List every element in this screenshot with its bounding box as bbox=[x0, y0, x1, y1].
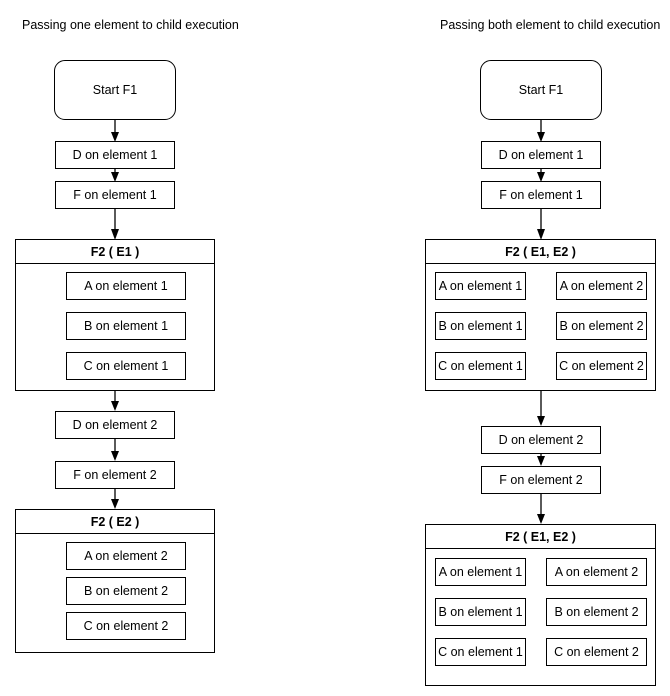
left-group-f2-e1-header: F2 ( E1 ) bbox=[16, 240, 214, 264]
left-column-title: Passing one element to child execution bbox=[22, 18, 239, 32]
left-step-f-element-2[interactable]: F on element 2 bbox=[55, 461, 175, 489]
left-step-d-element-1[interactable]: D on element 1 bbox=[55, 141, 175, 169]
right-step-d-element-2[interactable]: D on element 2 bbox=[481, 426, 601, 454]
left-g2-item-a[interactable]: A on element 2 bbox=[66, 542, 186, 570]
left-g1-item-c[interactable]: C on element 1 bbox=[66, 352, 186, 380]
left-group-f2-e2-header: F2 ( E2 ) bbox=[16, 510, 214, 534]
left-g1-item-b[interactable]: B on element 1 bbox=[66, 312, 186, 340]
right-g1-item-b2[interactable]: B on element 2 bbox=[556, 312, 647, 340]
right-g2-item-c2[interactable]: C on element 2 bbox=[546, 638, 647, 666]
right-start-node[interactable]: Start F1 bbox=[480, 60, 602, 120]
right-group-f2-top-header: F2 ( E1, E2 ) bbox=[426, 240, 655, 264]
right-group-f2-bottom: F2 ( E1, E2 ) A on element 1 B on elemen… bbox=[425, 524, 656, 686]
right-g1-item-a2[interactable]: A on element 2 bbox=[556, 272, 647, 300]
left-g2-item-b[interactable]: B on element 2 bbox=[66, 577, 186, 605]
right-group-f2-top: F2 ( E1, E2 ) A on element 1 B on elemen… bbox=[425, 239, 656, 391]
left-start-node[interactable]: Start F1 bbox=[54, 60, 176, 120]
right-g2-item-c1[interactable]: C on element 1 bbox=[435, 638, 526, 666]
left-group-f2-e2-body: A on element 2 B on element 2 C on eleme… bbox=[16, 534, 214, 652]
left-g1-item-a[interactable]: A on element 1 bbox=[66, 272, 186, 300]
right-group-f2-bottom-header: F2 ( E1, E2 ) bbox=[426, 525, 655, 549]
right-g2-item-b1[interactable]: B on element 1 bbox=[435, 598, 526, 626]
left-group-f2-e1: F2 ( E1 ) A on element 1 B on element 1 … bbox=[15, 239, 215, 391]
right-g1-item-b1[interactable]: B on element 1 bbox=[435, 312, 526, 340]
right-group-f2-top-body: A on element 1 B on element 1 C on eleme… bbox=[426, 264, 655, 390]
right-g1-item-a1[interactable]: A on element 1 bbox=[435, 272, 526, 300]
left-group-f2-e1-body: A on element 1 B on element 1 C on eleme… bbox=[16, 264, 214, 390]
right-step-d-element-1[interactable]: D on element 1 bbox=[481, 141, 601, 169]
right-g2-item-b2[interactable]: B on element 2 bbox=[546, 598, 647, 626]
right-g1-item-c1[interactable]: C on element 1 bbox=[435, 352, 526, 380]
right-g2-item-a2[interactable]: A on element 2 bbox=[546, 558, 647, 586]
left-g2-item-c[interactable]: C on element 2 bbox=[66, 612, 186, 640]
left-step-f-element-1[interactable]: F on element 1 bbox=[55, 181, 175, 209]
right-step-f-element-1[interactable]: F on element 1 bbox=[481, 181, 601, 209]
right-column-title: Passing both element to child execution bbox=[440, 18, 661, 32]
right-g1-item-c2[interactable]: C on element 2 bbox=[556, 352, 647, 380]
right-g2-item-a1[interactable]: A on element 1 bbox=[435, 558, 526, 586]
left-step-d-element-2[interactable]: D on element 2 bbox=[55, 411, 175, 439]
right-step-f-element-2[interactable]: F on element 2 bbox=[481, 466, 601, 494]
right-group-f2-bottom-body: A on element 1 B on element 1 C on eleme… bbox=[426, 549, 655, 685]
left-group-f2-e2: F2 ( E2 ) A on element 2 B on element 2 … bbox=[15, 509, 215, 653]
